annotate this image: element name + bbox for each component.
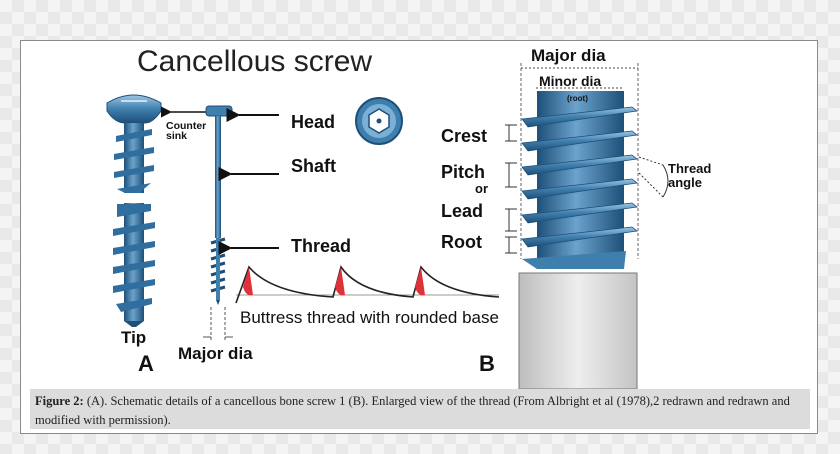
counter-label: Counter <box>166 120 206 132</box>
dimension-ticks <box>505 124 517 254</box>
screw-body-lower <box>113 203 155 327</box>
hex-socket-head-icon <box>355 97 403 145</box>
figure-frame: Cancellous screw Counter <box>20 40 818 434</box>
figure-caption: Figure 2: (A). Schematic details of a ca… <box>30 389 810 429</box>
head-label: Head <box>291 112 335 132</box>
screw-diagram: Cancellous screw Counter <box>106 45 711 389</box>
counter-sink-callout: Counter sink <box>160 106 209 142</box>
thread-label-b: Thread <box>668 161 711 176</box>
buttress-label: Buttress thread with rounded base <box>240 308 499 327</box>
lead-label: Lead <box>441 201 483 221</box>
buttress-thread-profile <box>235 265 500 304</box>
root-small-label: (root) <box>567 94 588 103</box>
panel-a-title: Cancellous screw <box>137 45 372 78</box>
thread-angle-callout: Thread angle <box>638 156 711 198</box>
screw-head-large <box>106 94 162 124</box>
major-dia-label-a: Major dia <box>178 344 253 363</box>
caption-text: (A). Schematic details of a cancellous b… <box>35 394 790 427</box>
or-label: or <box>475 181 488 196</box>
sink-label: sink <box>166 130 187 142</box>
enlarged-thread <box>521 91 638 269</box>
bone-section <box>518 272 638 389</box>
tip-label: Tip <box>121 328 146 347</box>
shaft-label: Shaft <box>291 156 336 176</box>
panel-b-letter: B <box>479 351 495 376</box>
panel-a-letter: A <box>138 351 154 376</box>
screw-body-upper <box>114 123 154 193</box>
thread-label: Thread <box>291 236 351 256</box>
minor-dia-label: Minor dia <box>539 73 601 89</box>
root-label: Root <box>441 232 482 252</box>
angle-label-b: angle <box>668 175 702 190</box>
crest-label: Crest <box>441 126 487 146</box>
pitch-label: Pitch <box>441 162 485 182</box>
major-dia-label-b: Major dia <box>531 46 606 65</box>
caption-label: Figure 2: <box>35 394 84 408</box>
screw-schematic <box>205 105 233 305</box>
